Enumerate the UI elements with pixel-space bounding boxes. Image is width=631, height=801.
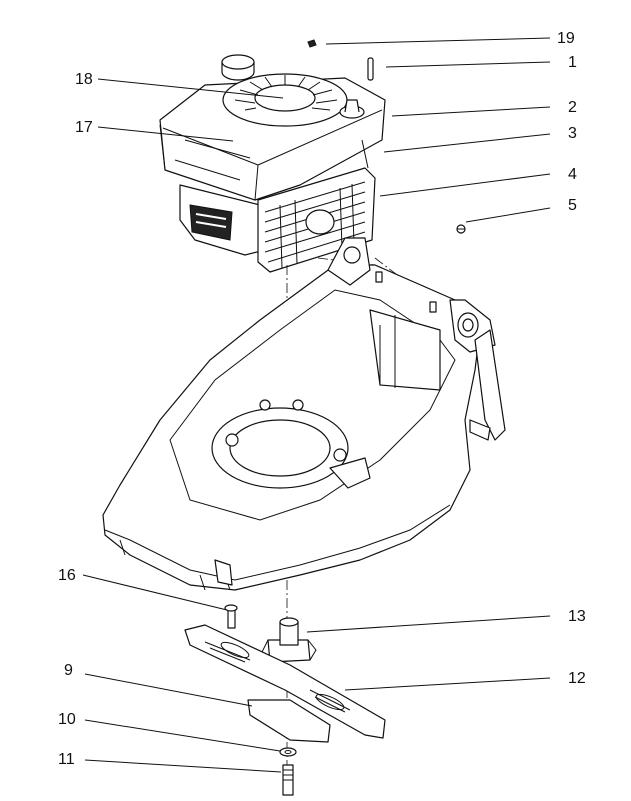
blade-stiffener — [247, 699, 331, 743]
pin — [367, 57, 374, 81]
callout-12: 12 — [568, 670, 586, 687]
callout-4: 4 — [568, 166, 577, 183]
fuel-cap — [221, 54, 255, 81]
callout-16: 16 — [58, 567, 76, 584]
bolt — [224, 604, 238, 629]
callout-11: 11 — [58, 751, 75, 768]
mower-deck — [102, 237, 506, 591]
leader-lines — [82, 37, 551, 773]
washer — [279, 747, 297, 757]
callout-13: 13 — [568, 608, 586, 625]
rear-discharge-opening — [369, 309, 441, 391]
rear-flap-bracket — [474, 329, 506, 441]
oil-fill-cap — [339, 99, 365, 119]
callout-5: 5 — [568, 197, 577, 214]
callout-labels: 19 1 2 3 4 5 18 17 16 13 12 9 10 11 — [58, 30, 586, 768]
callout-18: 18 — [75, 71, 93, 88]
blade — [184, 624, 386, 739]
callout-10: 10 — [58, 711, 76, 728]
left-wheel-bracket — [327, 237, 371, 286]
callout-1: 1 — [568, 54, 577, 71]
callout-3: 3 — [568, 125, 577, 142]
callout-17: 17 — [75, 119, 93, 136]
callout-9: 9 — [64, 662, 73, 679]
engine-assembly — [159, 39, 466, 273]
screw — [456, 224, 466, 234]
nut — [307, 39, 317, 48]
callout-2: 2 — [568, 99, 577, 116]
blade-bolt — [282, 764, 294, 796]
callout-19: 19 — [557, 30, 575, 47]
blade-assembly — [184, 604, 386, 796]
blade-adapter — [261, 617, 317, 663]
